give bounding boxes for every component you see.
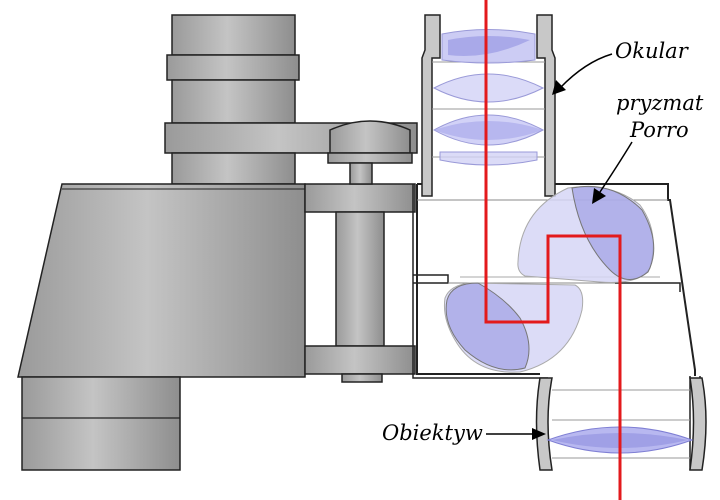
label-obiektyw: Obiektyw [382,421,483,445]
left-objective-tube [21,376,181,471]
label-porro: Porro [629,118,689,142]
hinge-bottom-plate [304,345,416,375]
objective-wall-left [535,377,553,471]
hinge-axle-cap [349,162,373,185]
eyepiece-wall-left [421,14,441,197]
left-eyepiece-tube [171,79,296,124]
label-okular: Okular [615,39,690,63]
eyepiece-lens-2 [432,73,545,103]
annotations: Okular pryzmat Porro Obiektyw [382,39,704,445]
objective-wall-right [689,377,707,471]
left-neck [171,152,296,185]
eyepiece-wall-right [536,14,556,197]
prism-divider [413,274,449,284]
arrow-okular [559,53,613,89]
left-eyepiece-top [171,14,296,56]
hinge-axle-foot [341,373,383,383]
focus-knob [329,120,411,154]
arrow-porro [597,141,633,196]
label-pryzmat: pryzmat [616,91,704,115]
hinge-top-plate [304,183,416,213]
focus-knob-base [327,152,413,164]
hinge-axle [335,211,385,347]
light-ray-path [484,0,622,500]
eyepiece-assembly [421,14,556,197]
left-eyepiece-ring [166,54,300,81]
left-binocular-half [17,14,418,471]
left-prism-housing [17,183,306,378]
